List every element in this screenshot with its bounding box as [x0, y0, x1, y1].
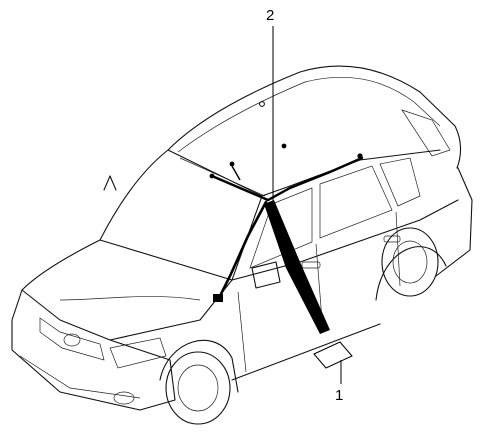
rear-door-seam — [395, 211, 401, 287]
rocker-panel — [231, 167, 473, 381]
rear-wheel-hub — [392, 240, 428, 284]
front-wheel-arch — [159, 339, 239, 393]
rear-wheel-arch — [375, 246, 447, 301]
vehicle-body — [11, 65, 473, 425]
side-mirror — [251, 261, 281, 289]
connector-rear-right — [357, 153, 363, 159]
front-door-handle — [301, 261, 321, 269]
callout-1: 1 — [335, 360, 343, 404]
front-fascia — [11, 289, 176, 411]
roof-outline — [167, 65, 462, 169]
center-door-seam — [315, 243, 323, 321]
front-door-window — [249, 187, 313, 269]
roof-harness-main — [210, 156, 364, 202]
headlamp — [109, 337, 167, 369]
rear-wheel — [381, 227, 439, 297]
part-1-pad — [313, 341, 353, 369]
front-door-seam — [237, 291, 247, 373]
callout-2-label: 2 — [266, 7, 274, 24]
grille — [39, 317, 105, 361]
floor-harness — [264, 200, 330, 334]
connector-roof-rear — [259, 101, 265, 107]
harness-connector-block — [213, 294, 223, 302]
hood-crease — [59, 296, 201, 301]
bumper-line — [19, 355, 141, 399]
rear-window — [401, 109, 451, 157]
a-pillar-harness — [216, 200, 268, 302]
connector-front-left — [209, 173, 215, 179]
roof-inner-line — [177, 77, 441, 153]
beltline — [231, 199, 459, 281]
callout-2: 2 — [266, 7, 274, 205]
roof-wiring-harness — [209, 101, 364, 334]
fender-antenna — [103, 175, 117, 191]
windshield — [99, 149, 263, 281]
rear-door-window — [319, 165, 393, 239]
fog-lamp — [113, 391, 135, 405]
badge — [63, 333, 81, 347]
roof-harness-branch — [231, 165, 241, 181]
front-wheel-hub — [177, 364, 219, 412]
quarter-window — [379, 157, 421, 207]
connector-roof-lamp — [229, 161, 235, 167]
connector-roof-center — [281, 143, 287, 149]
callout-1-label: 1 — [335, 387, 343, 404]
front-wheel — [165, 351, 231, 425]
hood — [21, 239, 233, 341]
